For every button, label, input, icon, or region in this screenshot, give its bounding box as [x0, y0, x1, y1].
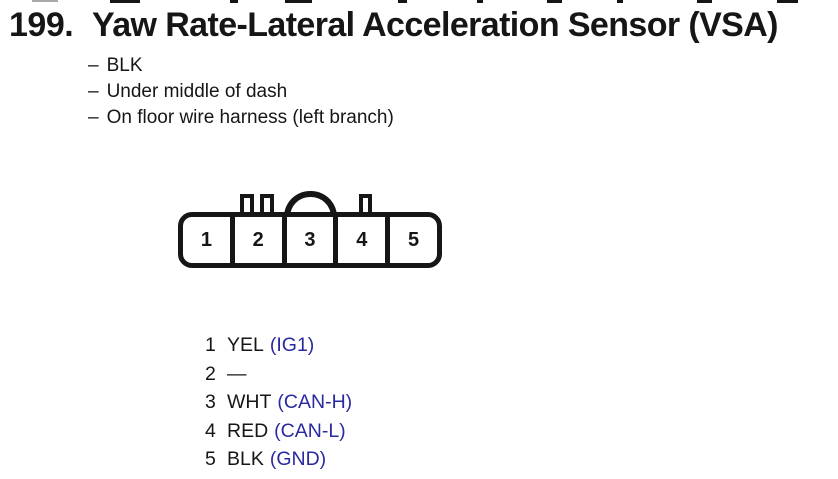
bullet-dash: –: [88, 55, 99, 76]
crop-artifact-mark: [697, 0, 712, 3]
detail-text: On floor wire harness (left branch): [106, 107, 394, 128]
connector-cavity-2: 2: [235, 217, 287, 263]
signal-name: (CAN-H): [277, 391, 353, 413]
crop-artifact-mark: [547, 0, 562, 3]
connector-cavity-4: 4: [338, 217, 391, 263]
crop-artifact-mark: [32, 0, 58, 2]
pinout-row: 4 RED(CAN-L): [205, 417, 352, 446]
crop-artifact-mark: [617, 0, 623, 3]
connector-cavity-1: 1: [183, 217, 235, 263]
bullet-dash: –: [88, 107, 99, 128]
detail-line: –BLK: [88, 53, 394, 79]
signal-name: (GND): [269, 448, 327, 470]
signal-name: (IG1): [269, 334, 315, 356]
cavity-label: 3: [304, 228, 316, 251]
crop-artifact-mark: [398, 0, 407, 3]
page-title: Yaw Rate-Lateral Acceleration Sensor (VS…: [92, 6, 779, 44]
pinout-row: 1 YEL(IG1): [205, 331, 352, 360]
cavity-label: 2: [252, 228, 264, 251]
location-details: –BLK –Under middle of dash –On floor wir…: [88, 53, 394, 131]
cavity-label: 4: [356, 228, 368, 251]
pin-number: 5: [205, 448, 216, 470]
pin-number: 4: [205, 419, 216, 442]
pinout-row: 3 WHT(CAN-H): [205, 388, 352, 417]
pin-number: 3: [205, 391, 216, 413]
pinout-row: 5 BLK(GND): [205, 445, 352, 474]
connector-cavity-3: 3: [287, 217, 339, 263]
bullet-dash: –: [88, 81, 99, 102]
detail-line: –On floor wire harness (left branch): [88, 105, 394, 131]
signal-name: (CAN-L): [274, 419, 346, 442]
crop-artifact-mark: [777, 0, 798, 3]
pin-number: 1: [205, 334, 216, 356]
pinout-row: 2—: [205, 360, 352, 389]
entry-number: 199.: [9, 6, 74, 44]
detail-line: –Under middle of dash: [88, 79, 394, 105]
connector-cavity-5: 5: [390, 217, 437, 263]
detail-text: Under middle of dash: [106, 81, 288, 102]
detail-text: BLK: [106, 55, 143, 76]
crop-artifact-mark: [230, 0, 238, 3]
wire-color: BLK: [227, 448, 264, 470]
wire-color: —: [227, 362, 247, 385]
cavity-label: 5: [408, 228, 420, 251]
connector-diagram: 1 2 3 4 5: [178, 212, 442, 268]
wire-color: YEL: [227, 334, 264, 356]
pin-number: 2: [205, 362, 216, 385]
crop-artifact-mark: [285, 0, 312, 3]
crop-artifact-mark: [477, 0, 483, 3]
cavity-label: 1: [200, 228, 212, 251]
wire-color: WHT: [227, 391, 272, 413]
wire-color: RED: [227, 419, 269, 442]
crop-artifact-mark: [110, 0, 140, 3]
